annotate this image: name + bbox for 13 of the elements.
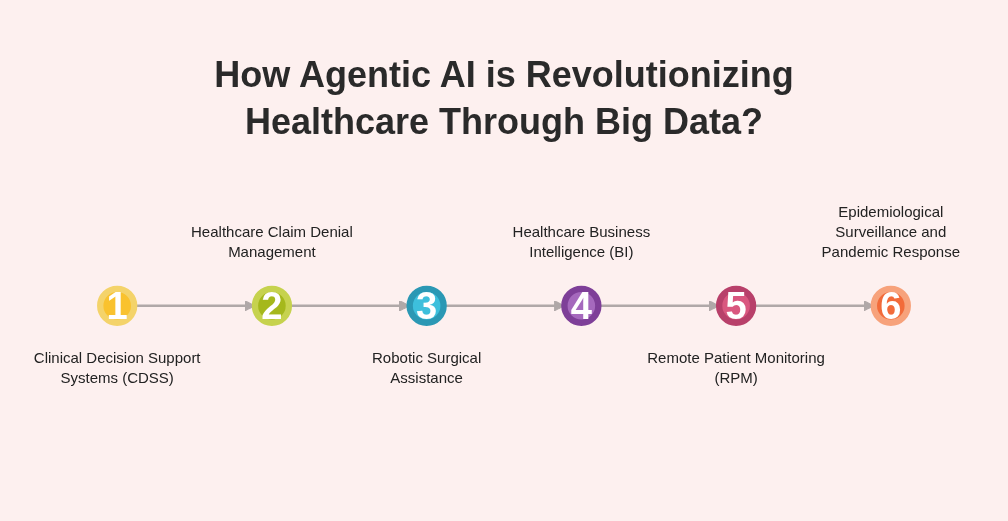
step-caption: Clinical Decision Support Systems (CDSS) bbox=[32, 348, 202, 389]
number-circle: 2 bbox=[251, 284, 293, 327]
step-caption: Healthcare Business Intelligence (BI) bbox=[511, 222, 652, 263]
step-caption: Remote Patient Monitoring (RPM) bbox=[646, 348, 826, 389]
step-caption: Healthcare Claim Denial Management bbox=[190, 222, 354, 263]
step-caption: Epidemiological Surveillance and Pandemic Response bbox=[820, 202, 961, 263]
number-circle: 4 bbox=[561, 284, 602, 327]
number-circle: 6 bbox=[870, 284, 911, 327]
number-circle: 5 bbox=[715, 284, 757, 327]
title: How Agentic AI is Revolutionizing Healthcare Through Big Data? bbox=[213, 53, 795, 144]
number-circle: 1 bbox=[97, 284, 138, 327]
step-caption: Robotic Surgical Assistance bbox=[371, 348, 483, 389]
number-circle: 3 bbox=[406, 284, 447, 327]
